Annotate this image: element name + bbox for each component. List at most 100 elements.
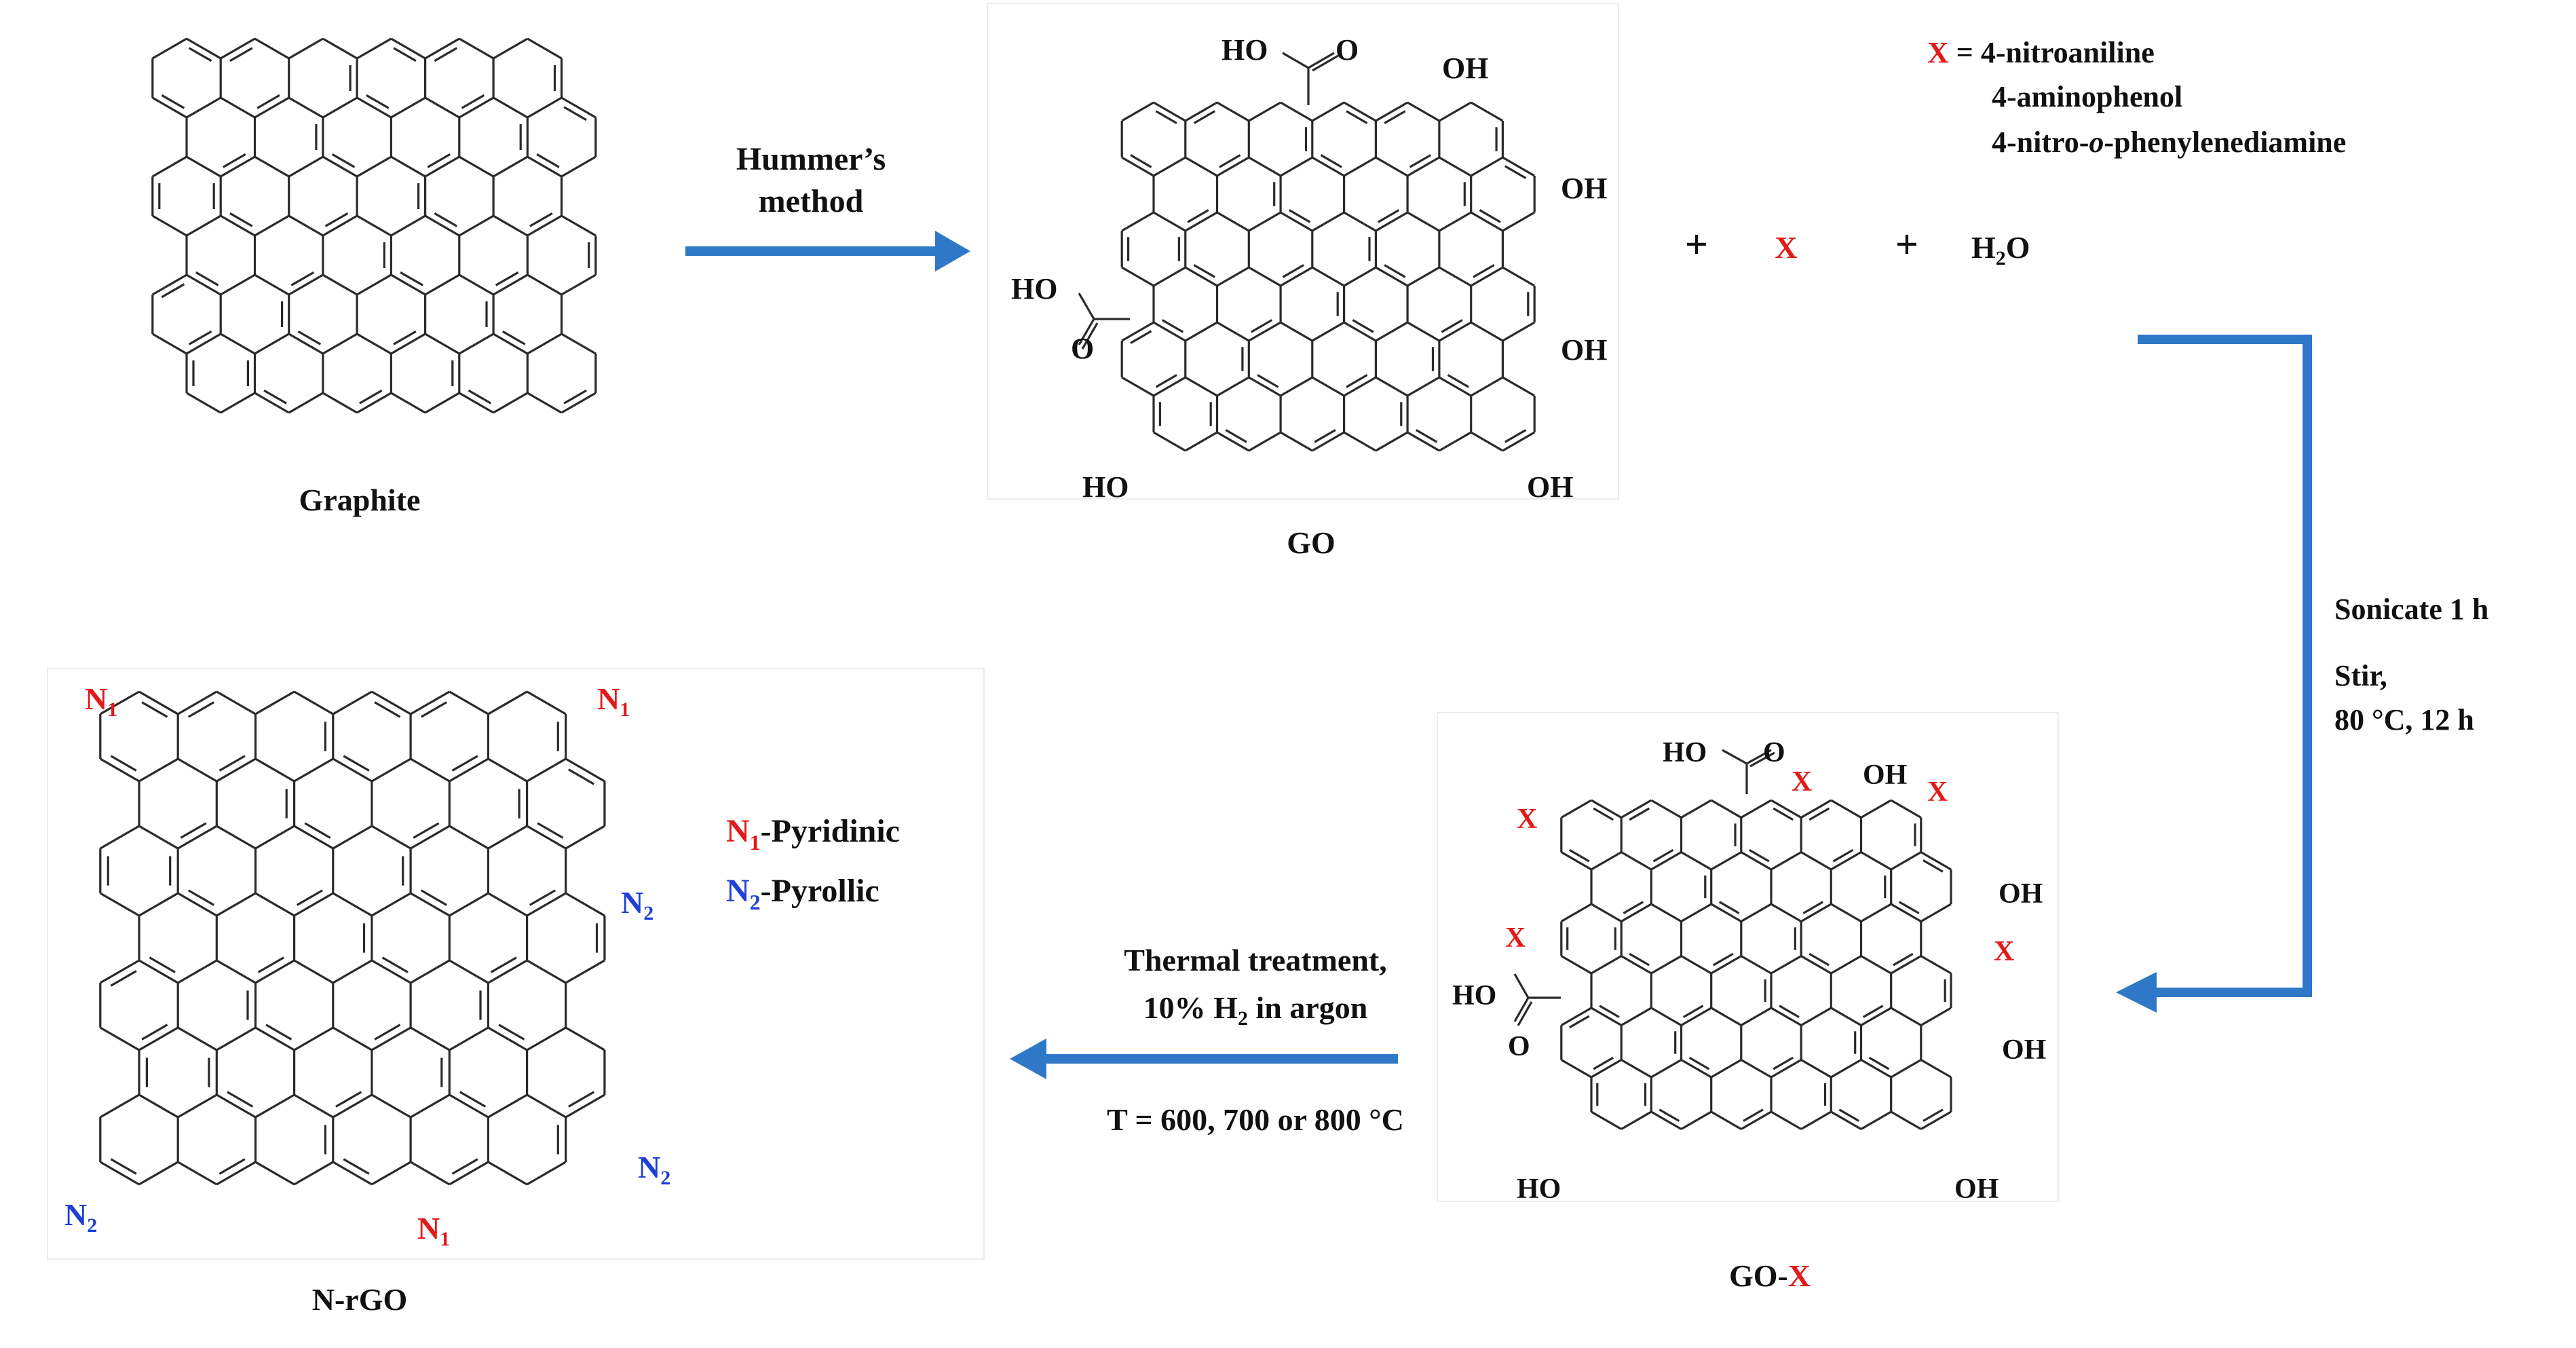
water-formula: H2O — [1971, 230, 2030, 269]
double-bond — [1779, 1005, 1800, 1018]
ring-bond — [138, 757, 178, 783]
ring-bond — [1890, 1110, 1922, 1130]
gox-oh-bottom-right: OH — [1954, 1174, 1999, 1205]
ring-bond — [449, 959, 489, 984]
double-bond — [1623, 901, 1644, 914]
go-oh-bottom-right: OH — [1527, 470, 1573, 504]
ring-bond — [1407, 211, 1440, 232]
ring-bond — [1312, 321, 1345, 342]
ring-bond — [1650, 1110, 1682, 1130]
ring-bond — [186, 392, 222, 414]
ring-bond — [254, 1026, 295, 1051]
ring-bond — [254, 690, 295, 715]
ring-bond — [138, 892, 178, 917]
ring-bond — [293, 825, 334, 850]
ring-bond — [1741, 1059, 1772, 1079]
double-bond — [427, 153, 451, 168]
double-bond — [1473, 264, 1495, 278]
ring-bond — [356, 333, 392, 355]
ring-bond — [1890, 799, 1922, 819]
ring-bond — [1470, 431, 1504, 452]
ring-bond — [1800, 955, 1832, 975]
nrgo-n1-topleft: N1 — [85, 681, 117, 721]
x-definition-line2: 4-aminophenol — [1992, 80, 2182, 113]
double-bond — [1748, 848, 1770, 863]
ring-bond — [527, 392, 563, 414]
double-bond — [468, 389, 492, 405]
ring-bond — [1216, 321, 1250, 342]
ring-bond — [371, 690, 411, 715]
gox-cooh-left-ho: HO — [1452, 980, 1496, 1011]
ring-bond — [151, 274, 187, 296]
double-bond — [110, 1158, 137, 1175]
ring-bond — [1770, 1059, 1802, 1079]
ring-bond — [356, 155, 392, 178]
ring-bond — [1248, 431, 1281, 452]
ring-bond — [216, 1161, 257, 1186]
nrgo-frame — [47, 668, 985, 1260]
ring-bond — [1407, 376, 1440, 397]
double-bond — [331, 153, 356, 168]
double-bond — [149, 956, 176, 973]
ring-bond — [565, 1026, 605, 1051]
ring-bond — [493, 333, 529, 355]
ring-bond — [390, 333, 426, 355]
reagent-x: X — [1775, 230, 1797, 265]
double-bond — [451, 1158, 478, 1175]
ring-bond — [1312, 431, 1345, 452]
ring-bond — [1890, 903, 1922, 922]
double-bond — [461, 94, 485, 109]
ring-bond — [1920, 1110, 1952, 1130]
ring-bond — [1312, 266, 1345, 287]
ring-bond — [1710, 1059, 1742, 1079]
ring-bond — [526, 757, 567, 783]
double-bond — [1130, 154, 1152, 168]
ring-bond — [1470, 266, 1504, 287]
nrgo-n2-bottomright: N2 — [638, 1150, 670, 1189]
ring-bond — [371, 892, 411, 917]
ring-bond — [1650, 799, 1682, 819]
ring-bond — [1439, 376, 1472, 397]
go-oh-bottom-left: HO — [1082, 470, 1129, 504]
double-bond — [537, 822, 564, 839]
double-bond — [188, 330, 212, 345]
double-bond — [180, 822, 207, 839]
step3-line3: T = 600, 700 or 800 °C — [1107, 1102, 1404, 1137]
ring-bond — [1502, 431, 1535, 452]
x-definition-line3: 4-nitro-o-phenylenediamine — [1992, 126, 2346, 159]
ring-bond — [1860, 1110, 1892, 1130]
ring-bond — [561, 155, 596, 178]
double-bond — [1155, 374, 1177, 388]
ring-bond — [288, 96, 324, 119]
ring-bond — [1890, 955, 1922, 975]
double-bond — [1898, 901, 1920, 914]
ring-bond — [288, 37, 324, 60]
ring-bond — [1710, 799, 1742, 819]
ring-bond — [288, 333, 324, 355]
double-bond — [1773, 807, 1794, 821]
ring-bond — [410, 690, 451, 715]
go-cooh-top-o: O — [1336, 33, 1359, 67]
ring-bond — [424, 155, 460, 178]
ring-bond — [186, 155, 222, 178]
double-bond — [434, 47, 458, 62]
double-bond — [324, 212, 349, 227]
double-bond — [265, 1024, 292, 1041]
ring-bond — [1470, 376, 1504, 397]
double-bond — [1377, 209, 1400, 223]
ring-bond — [527, 274, 563, 296]
ring-bond — [332, 959, 373, 984]
double-bond — [1773, 1056, 1794, 1070]
ring-bond — [1216, 211, 1250, 232]
ring-bond — [1121, 376, 1154, 397]
ring-bond — [254, 392, 290, 414]
ring-bond — [288, 274, 324, 296]
double-bond — [358, 389, 383, 405]
ring-bond — [1407, 431, 1440, 452]
double-bond — [1922, 1108, 1944, 1122]
ring-bond — [1121, 321, 1154, 342]
ring-bond — [1375, 266, 1408, 287]
ring-bond — [1375, 101, 1408, 122]
double-bond — [161, 94, 185, 109]
ring-bond — [220, 96, 256, 119]
